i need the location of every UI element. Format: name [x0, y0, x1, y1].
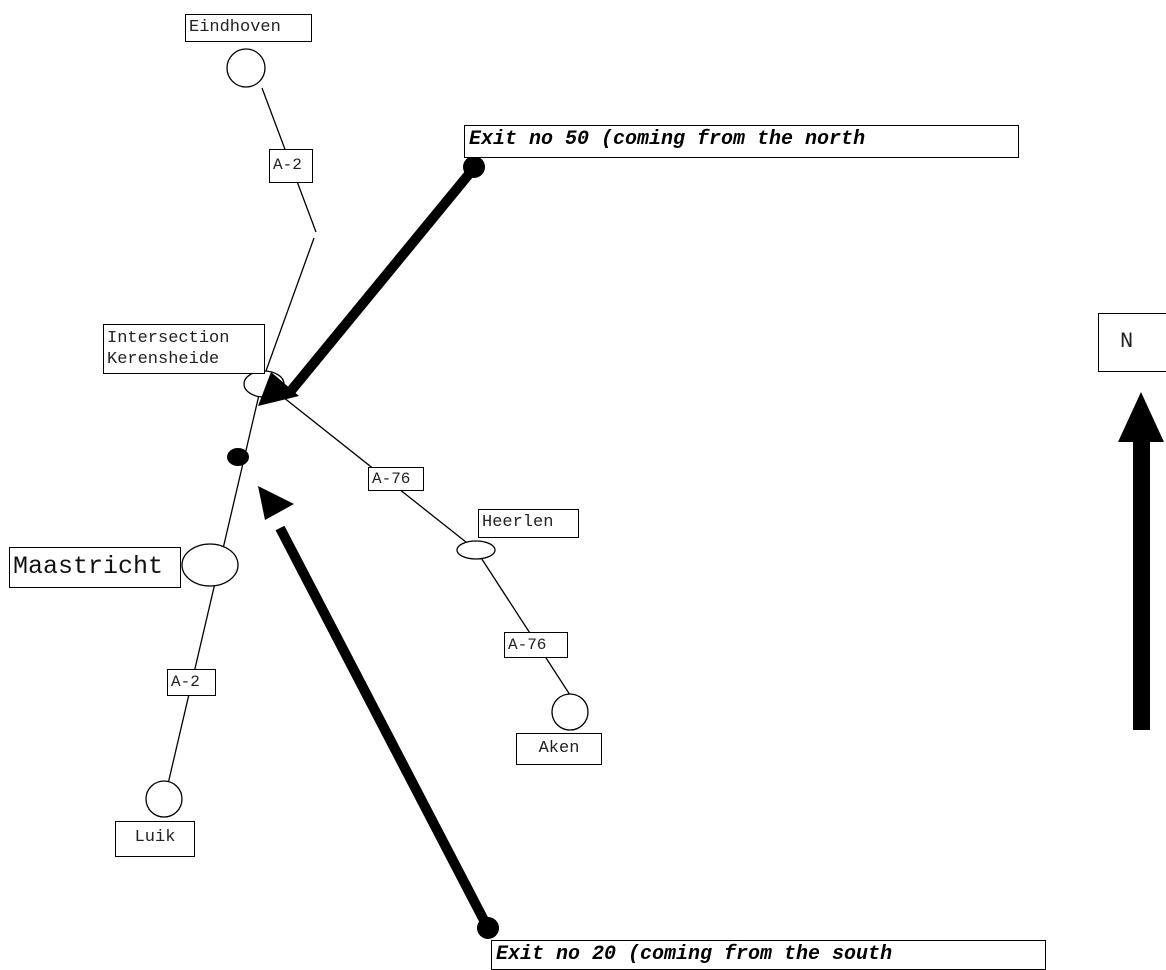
- eindhoven-label: Eindhoven: [185, 14, 312, 42]
- maastricht-label: Maastricht: [9, 547, 181, 588]
- luik-node: [145, 780, 183, 818]
- maastricht-node: [181, 543, 239, 587]
- compass-north-label: N: [1098, 313, 1166, 372]
- intersection-label: Intersection Kerensheide: [103, 324, 265, 374]
- luik-label: Luik: [115, 821, 195, 857]
- exit-point-marker: [227, 448, 249, 466]
- a76-east-road-label: A-76: [504, 632, 568, 658]
- exit-south-start-dot: [477, 917, 499, 939]
- aken-label: Aken: [516, 733, 602, 765]
- a2-north-road-label: A-2: [269, 149, 313, 183]
- aken-node: [551, 693, 589, 731]
- heerlen-label: Heerlen: [478, 509, 579, 538]
- exit-south-arrow-shaft: [275, 525, 493, 931]
- a76-west-road-label: A-76: [368, 467, 424, 491]
- exit-south-arrowhead: [258, 486, 294, 520]
- heerlen-node: [456, 540, 496, 560]
- a2-south-road-label: A-2: [167, 669, 216, 696]
- exit-north-start-dot: [463, 156, 485, 178]
- exit-south-label: Exit no 20 (coming from the south: [491, 940, 1046, 970]
- exit-north-arrow-shaft: [286, 164, 478, 396]
- exit-south-text: Exit no 20 (coming from the south: [496, 943, 893, 966]
- a76-road-west: [263, 381, 477, 551]
- road-lines: [167, 87, 573, 785]
- eindhoven-node: [226, 48, 266, 88]
- exit-north-arrowhead: [258, 372, 299, 406]
- intersection-label-line2: Kerensheide: [107, 350, 220, 369]
- compass-arrow-shaft: [1133, 438, 1150, 730]
- a76-road-east: [475, 549, 573, 699]
- compass-arrowhead: [1118, 392, 1164, 442]
- intersection-label-line1: Intersection: [107, 329, 230, 348]
- exit-north-label: Exit no 50 (coming from the north: [464, 125, 1019, 158]
- exit-north-text: Exit no 50 (coming from the north: [469, 128, 866, 151]
- a2-road-north-to-intersection: [261, 237, 315, 383]
